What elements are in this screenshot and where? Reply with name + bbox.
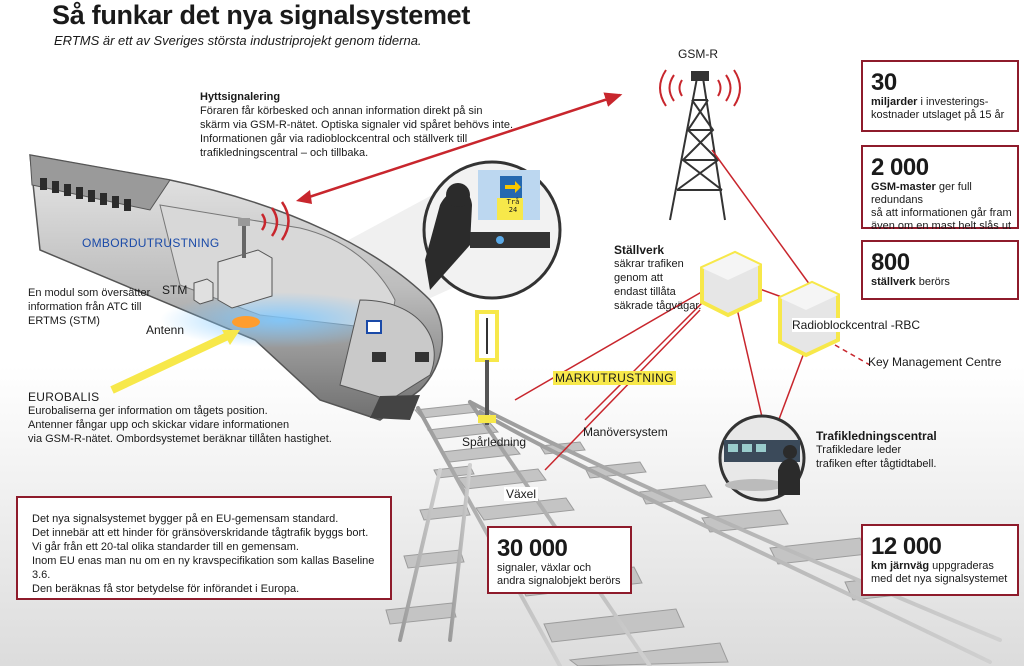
fact-box-gsm-masts: 2 000 GSM-master ger full redundans så a… [861,145,1019,232]
fact-box-signal-objects: 30 000 signaler, växlar och andra signal… [487,526,632,594]
cab-signalling-line: skärm via GSM-R-nätet. Optiska signaler … [200,119,514,131]
stm-module-line: ERTMS (STM) [28,315,100,327]
gsmr-label: GSM-R [678,47,718,61]
track-circuit-label: Spårledning [462,435,527,449]
train-radio-waves [260,201,290,241]
fact-bold: km järnväg [871,560,930,572]
eurobalis-line: Eurobaliserna ger information om tågets … [28,405,268,417]
train [29,154,470,421]
cab-signalling-heading: Hyttsignalering [200,91,281,103]
fact-text: så att informationen går fram [871,207,1012,219]
fact-text: ger full redundans [871,181,972,206]
interlocking-line: säkrade tågvägar. [614,300,702,312]
page-subtitle: ERTMS är ett av Sveriges största industr… [54,33,422,48]
fact-box-interlockings: 800 ställverk berörs [861,240,1019,300]
fact-text: berörs [915,276,950,288]
fact-text: i investerings- [917,96,989,108]
interlocking-line: endast tillåta [614,286,676,298]
antenna-label: Antenn [146,323,185,337]
info-line: Det innebär att ett hinder för gränsöver… [32,527,369,539]
stm-label: STM [162,283,188,297]
cab-signalling-line: Föraren får körbesked och annan informat… [200,105,483,117]
switch-label: Växel [504,487,539,501]
fact-number: 800 [871,249,910,276]
fact-number: 30 [871,69,897,96]
cab-signalling-line: trafikledningscentral – och tillbaka. [200,147,369,159]
trackside-label: MARKUTRUSTNING [553,371,676,385]
fact-text: även om en mast helt slås ut [871,220,1012,232]
eurobalis-heading: EUROBALIS [28,390,100,404]
fact-number: 2 000 [871,154,929,181]
fact-text: andra signalobjekt berörs [497,575,621,587]
stm-module-line: information från ATC till [28,301,142,313]
interlocking-line: genom att [614,272,663,284]
fact-bold: miljarder [871,96,918,108]
interlocking-heading: Ställverk [614,243,665,257]
cab-signalling-text: Hyttsignalering Föraren får körbesked oc… [200,90,530,160]
traffic-control-line: Trafikledare leder [816,444,902,456]
info-line: Inom EU enas man nu om en ny kravspecifi… [32,555,375,581]
fact-number: 30 000 [497,535,568,562]
cab-screen-text: Trå 24 [500,198,526,214]
page-title: Så funkar det nya signalsystemet [52,0,471,30]
info-box: Det nya signalsystemet bygger på en EU-g… [16,496,392,600]
gsmr-link-arrow [299,92,623,202]
driver-cab-illustration [422,160,562,300]
interlocking-text: Ställverk säkrar trafiken genom att enda… [614,243,714,313]
rbc-label: Radioblockcentral -RBC [792,318,921,332]
kmc-label: Key Management Centre [868,355,1002,369]
stm-module-line: En modul som översätter [28,287,151,299]
trackside-signal [475,310,499,425]
info-line: Den beräknas få stor betydelse för inför… [32,583,300,595]
fact-text: signaler, växlar och [497,562,592,574]
eurobalis-text: EUROBALIS Eurobaliserna ger information … [28,390,368,446]
fact-text: med det nya signalsystemet [871,573,1008,585]
mast-radio-waves [659,69,741,107]
eurobalis-line: Antenner fångar upp och skickar vidare i… [28,419,290,431]
fact-number: 12 000 [871,533,942,560]
shunting-label: Manöversystem [583,425,668,439]
info-line: Vi går från ett 20-tal olika standarder … [32,541,299,553]
traffic-control-illustration [718,414,806,502]
fact-bold: ställverk [871,276,916,288]
info-line: Det nya signalsystemet bygger på en EU-g… [32,513,339,525]
stm-module-text: En modul som översätter information från… [28,286,168,328]
traffic-control-text: Trafikledningscentral Trafikledare leder… [816,429,976,471]
interlocking-box [700,250,762,318]
traffic-control-line: trafiken efter tågtidtabell. [816,458,937,470]
fact-bold: GSM-master [871,181,936,193]
fact-box-investment: 30 miljarder i investerings- kostnader u… [861,60,1019,132]
onboard-label: OMBORDUTRUSTNING [82,236,220,250]
fact-text: uppgraderas [929,560,994,572]
fact-box-railway-km: 12 000 km järnväg uppgraderas med det ny… [861,524,1019,596]
eurobalis-line: via GSM-R-nätet. Ombordsystemet beräknar… [28,433,332,445]
gsmr-mast [669,71,726,221]
trackside-label-text: MARKUTRUSTNING [553,371,676,385]
cab-screen-line: Trå [506,198,520,206]
fact-text: kostnader utslaget på 15 år [871,109,1005,121]
cab-signalling-line: Informationen går via radioblockcentral … [200,133,468,145]
interlocking-line: säkrar trafiken [614,258,684,270]
traffic-control-heading: Trafikledningscentral [816,429,937,443]
cab-screen-line: 24 [508,206,518,214]
eurobalis-arrow [110,330,234,394]
